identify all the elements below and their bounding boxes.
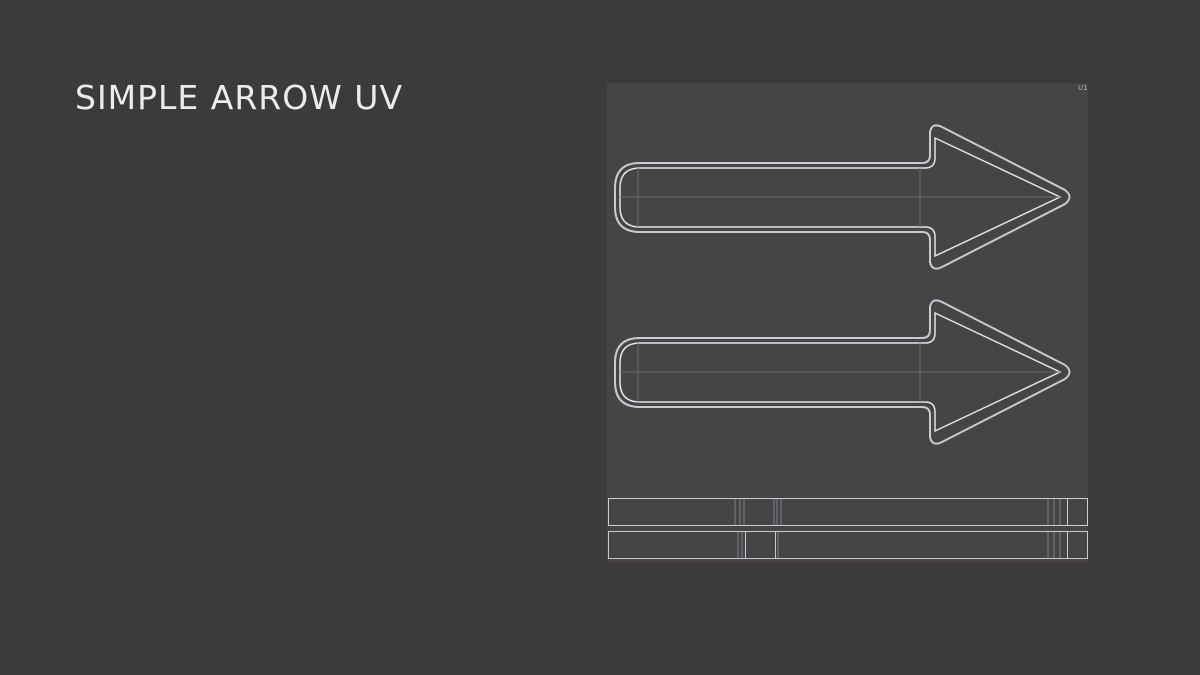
uv-tile: [607, 83, 1088, 562]
uv-tile-label: U1: [1078, 84, 1088, 92]
side-strip-uv-island-1: [608, 498, 1088, 526]
side-strip-uv-island-2: [608, 531, 1088, 559]
arrow-uv-island-top: [614, 124, 1071, 270]
slide-title: SIMPLE ARROW UV: [75, 78, 404, 117]
arrow-uv-island-bottom: [614, 299, 1071, 445]
